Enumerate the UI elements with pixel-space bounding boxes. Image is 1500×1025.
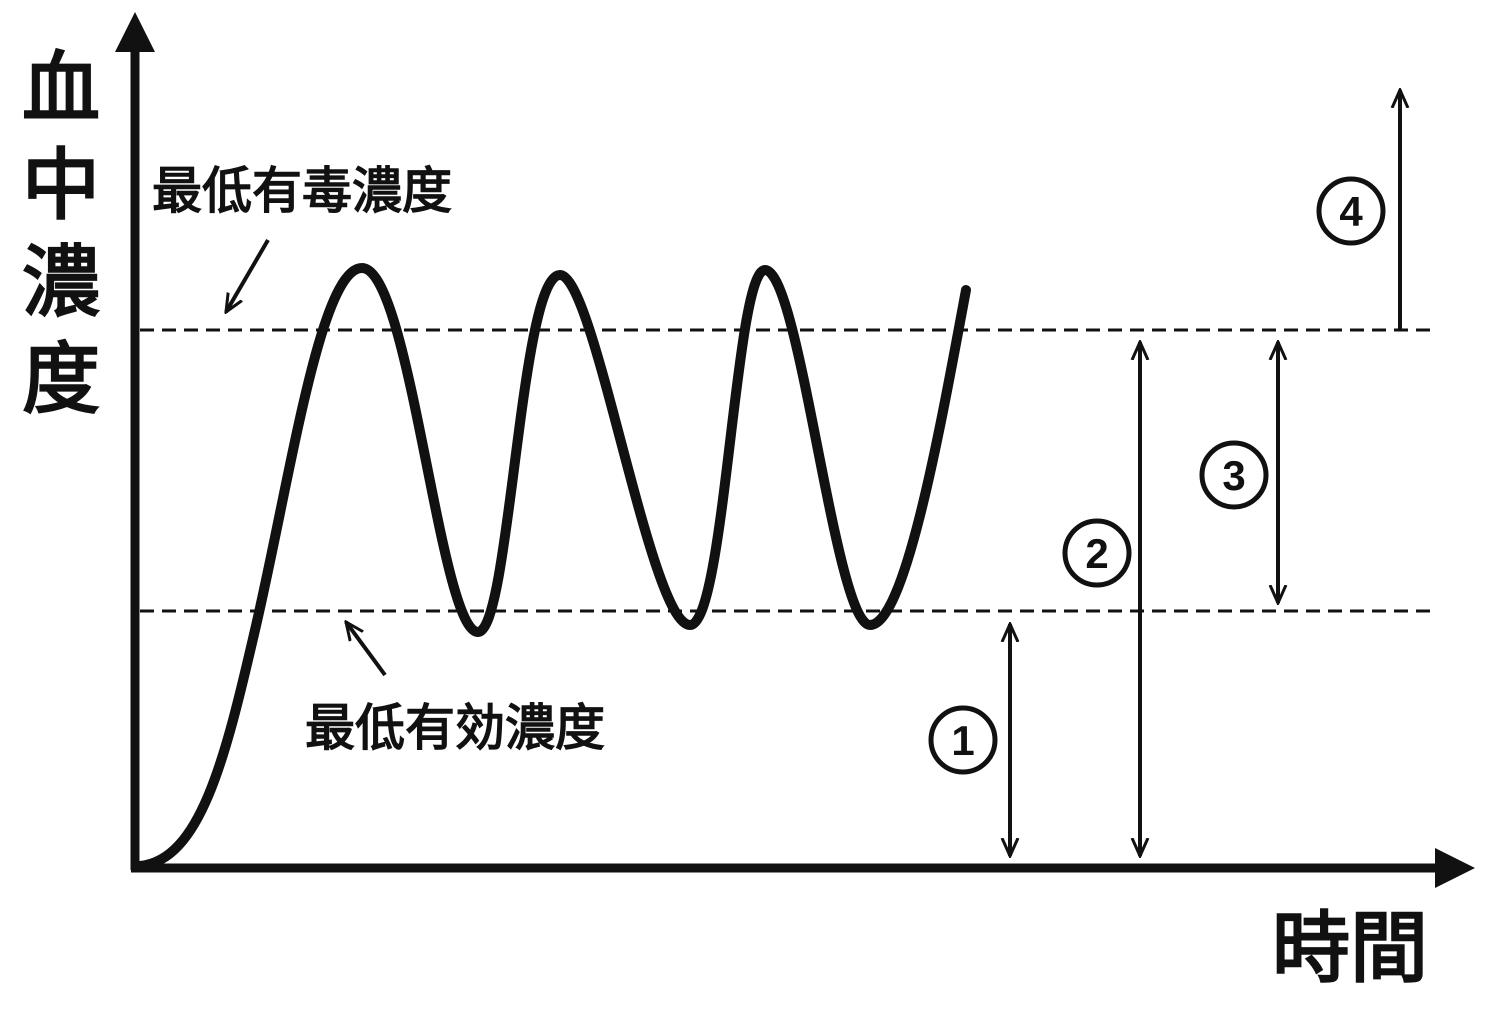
svg-text:2: 2 xyxy=(1085,530,1108,577)
effective-threshold-label: 最低有効濃度 xyxy=(305,699,605,757)
svg-text:3: 3 xyxy=(1222,452,1245,499)
range-4-marker: 4 xyxy=(1316,176,1386,246)
svg-text:4: 4 xyxy=(1339,188,1363,235)
toxic-label-pointer-arrow xyxy=(226,238,270,312)
svg-text:1: 1 xyxy=(951,717,974,764)
y-axis-title: 血 中 濃 度 xyxy=(22,44,127,425)
effective-label-pointer-arrow xyxy=(346,622,387,677)
range-1-marker: 1 xyxy=(928,705,998,775)
x-axis-arrowhead xyxy=(1435,848,1475,888)
range-3-marker: 3 xyxy=(1199,440,1269,510)
range-2-marker: 2 xyxy=(1062,518,1132,588)
concentration-curve xyxy=(135,263,971,871)
x-axis-title: 時間 xyxy=(1272,904,1428,994)
y-axis-arrowhead xyxy=(115,12,155,52)
toxic-threshold-label: 最低有毒濃度 xyxy=(152,162,452,220)
